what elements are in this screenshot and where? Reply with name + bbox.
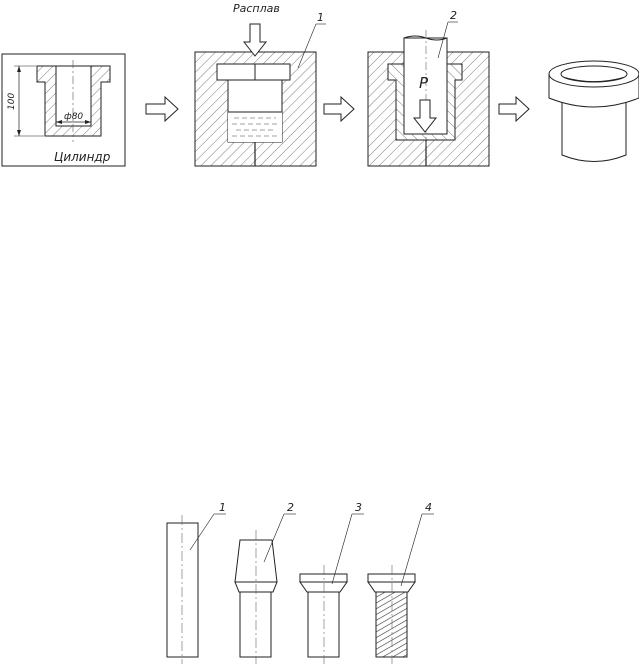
force-label: P xyxy=(419,74,429,92)
punch xyxy=(403,37,448,135)
callout-2: 2 xyxy=(450,9,457,22)
melt-label: Расплав xyxy=(233,2,280,15)
stage-callout: 2 xyxy=(287,501,294,514)
cylinder-drawing-panel: 100 ф80 Цилиндр xyxy=(1,53,126,167)
process-arrow-icon xyxy=(498,95,530,123)
press-arrow-icon xyxy=(412,99,438,133)
process-arrow-icon xyxy=(323,95,355,123)
callout-1: 1 xyxy=(317,11,324,24)
stage-callout: 3 xyxy=(355,501,362,514)
melt-liquid xyxy=(228,111,282,142)
stage-2-upset: 2 xyxy=(234,501,296,664)
stage-callout: 1 xyxy=(219,501,226,514)
cylinder-label: Цилиндр xyxy=(54,150,111,164)
heading-stages: 1 2 3 4 xyxy=(166,501,434,664)
finished-cylinder xyxy=(548,60,639,162)
diameter-dimension-label: ф80 xyxy=(64,112,83,122)
mold-filling-panel: Расплав 1 xyxy=(194,2,326,167)
mold-pressing-panel: P 2 xyxy=(367,9,490,167)
stage-callout: 4 xyxy=(425,501,432,514)
cylinder-section xyxy=(36,65,111,137)
stage-3-head: 3 xyxy=(299,501,364,664)
height-dimension-label: 100 xyxy=(7,93,17,110)
stage-4-threaded: 4 xyxy=(367,501,434,664)
process-arrow-icon xyxy=(145,95,179,123)
thread-section xyxy=(375,591,408,658)
pour-arrow-icon xyxy=(242,23,268,57)
stage-1-rod: 1 xyxy=(166,501,226,664)
